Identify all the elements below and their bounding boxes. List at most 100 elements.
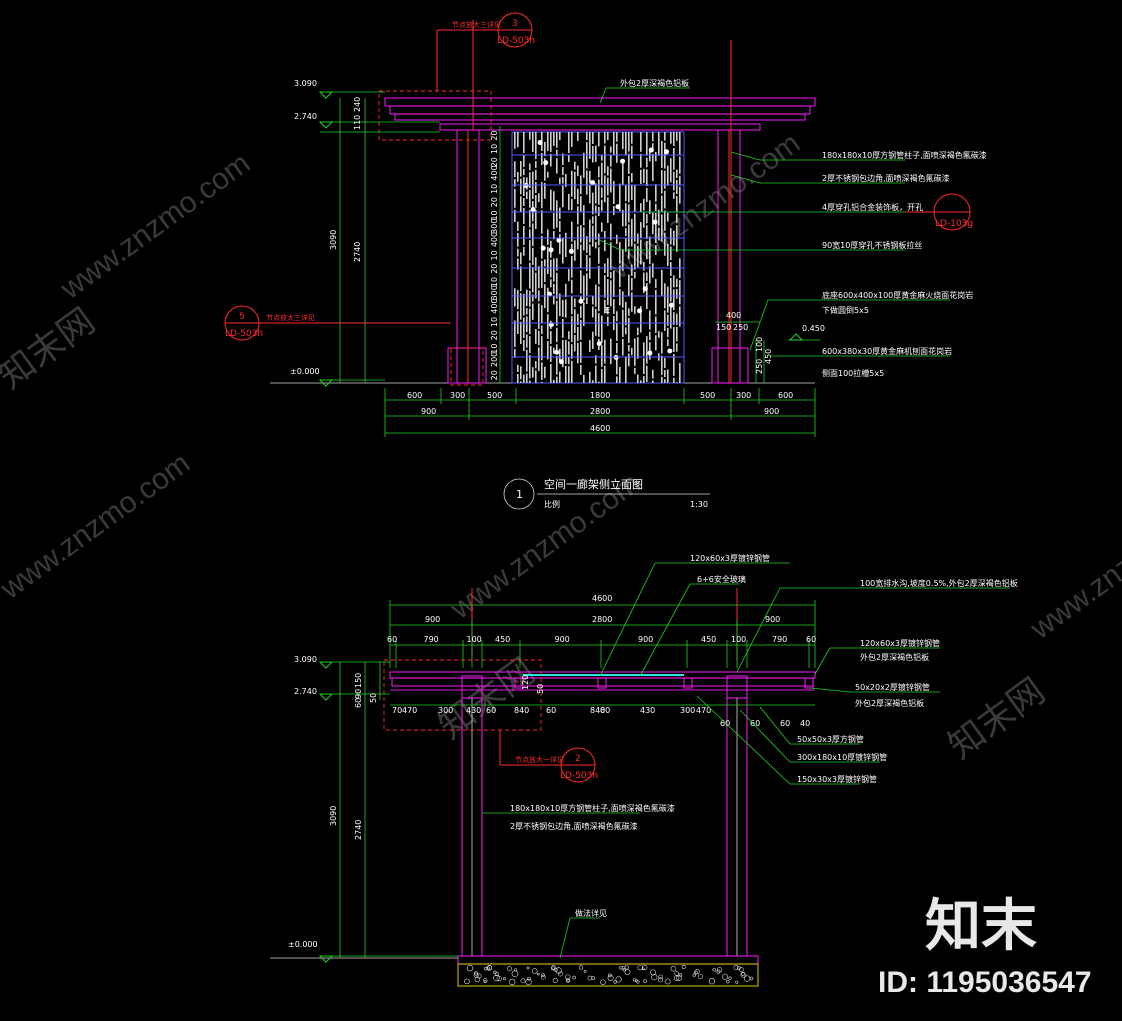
screen-bar <box>517 364 519 372</box>
screen-bar <box>643 358 645 375</box>
dim-label: 450 <box>764 349 773 364</box>
screen-bar <box>541 182 543 209</box>
dim-label: 500 <box>487 391 502 400</box>
gravel-stone <box>740 972 746 978</box>
screen-bar <box>535 361 537 369</box>
gravel-stone <box>525 978 532 986</box>
screen-bar <box>619 366 621 383</box>
screen-bar <box>535 169 537 180</box>
gravel-stone <box>493 974 500 982</box>
screen-bar <box>553 191 555 211</box>
gravel-stone <box>552 977 558 983</box>
screen-bar <box>556 200 558 228</box>
screen-bar <box>523 197 525 206</box>
screen-bar <box>604 145 606 174</box>
screen-bar <box>523 374 525 383</box>
screen-perforation <box>668 302 674 308</box>
screen-bar <box>556 376 558 383</box>
screen-bar <box>565 232 567 258</box>
screen-bar <box>661 376 663 383</box>
gravel-stone <box>735 980 739 984</box>
gravel-stone <box>578 965 584 970</box>
screen-bar <box>631 218 633 247</box>
screen-bar <box>574 298 576 308</box>
screen-bar <box>616 376 618 383</box>
panel-dim-label: 10 <box>490 344 499 354</box>
dim-label: 430 <box>640 706 655 715</box>
screen-bar <box>661 355 663 375</box>
screen-bar <box>625 238 627 252</box>
dim-label: 120 <box>521 675 530 690</box>
screen-bar <box>664 132 666 141</box>
screen-bar <box>601 222 603 232</box>
screen-bar <box>595 215 597 240</box>
gravel-stone <box>694 969 700 975</box>
screen-bar <box>532 294 534 302</box>
screen-bar <box>562 177 564 184</box>
dim-label: 60 <box>600 706 610 715</box>
screen-bar <box>676 169 678 178</box>
screen-bar <box>541 325 543 335</box>
screen-bar <box>631 348 633 356</box>
screen-bar <box>646 188 648 203</box>
screen-bar <box>628 308 630 316</box>
screen-bar <box>568 331 570 340</box>
callout-text: 180x180x10厚方钢管柱子,面喷深褐色氟碳漆 <box>510 803 675 813</box>
screen-bar <box>607 132 609 141</box>
screen-bar <box>544 182 546 199</box>
screen-bar <box>640 153 642 168</box>
screen-bar <box>529 355 531 379</box>
dim-label: 3090 <box>329 230 338 250</box>
screen-bar <box>568 155 570 163</box>
dim-label: 300 <box>736 391 751 400</box>
dim-label: 300 <box>438 706 453 715</box>
screen-bar <box>517 132 519 148</box>
screen-bar <box>676 326 678 342</box>
screen-bar <box>676 132 678 141</box>
screen-bar <box>535 257 537 271</box>
screen-bar <box>595 241 597 249</box>
gravel-stone <box>615 976 622 983</box>
screen-bar <box>643 168 645 184</box>
screen-bar <box>580 319 582 340</box>
screen-bar <box>541 305 543 324</box>
callout-text: 下做圆倒5x5 <box>822 305 869 315</box>
gravel-stone <box>486 966 490 970</box>
screen-bar <box>538 193 540 203</box>
screen-bar <box>520 381 522 383</box>
gravel-stone <box>591 976 595 981</box>
screen-bar <box>580 196 582 212</box>
dim-label: 50 <box>369 693 378 703</box>
dim-label: 100 <box>467 635 482 644</box>
screen-bar <box>592 192 594 215</box>
screen-bar <box>577 165 579 177</box>
screen-bar <box>619 288 621 306</box>
screen-bar <box>610 154 612 167</box>
dim-label: 50 <box>536 684 545 694</box>
screen-bar <box>655 289 657 315</box>
screen-bar <box>559 293 561 316</box>
screen-bar <box>616 355 618 375</box>
screen-perforation <box>637 308 643 314</box>
screen-bar <box>664 379 666 383</box>
gravel-stone <box>541 974 546 980</box>
screen-bar <box>589 185 591 204</box>
dim-label: 2800 <box>590 407 610 416</box>
screen-bar <box>610 338 612 365</box>
screen-bar <box>592 132 594 145</box>
screen-bar <box>532 132 534 152</box>
screen-bar <box>595 355 597 364</box>
level-label: 3.090 <box>294 655 317 664</box>
screen-bar <box>577 132 579 141</box>
screen-bar <box>652 143 654 152</box>
screen-perforation <box>590 180 596 186</box>
screen-bar <box>523 132 525 154</box>
screen-bar <box>601 199 603 211</box>
screen-bar <box>646 272 648 281</box>
bottom-tick-marks <box>384 388 816 437</box>
screen-bar <box>556 344 558 354</box>
screen-bar <box>520 266 522 292</box>
screen-bar <box>571 132 573 147</box>
